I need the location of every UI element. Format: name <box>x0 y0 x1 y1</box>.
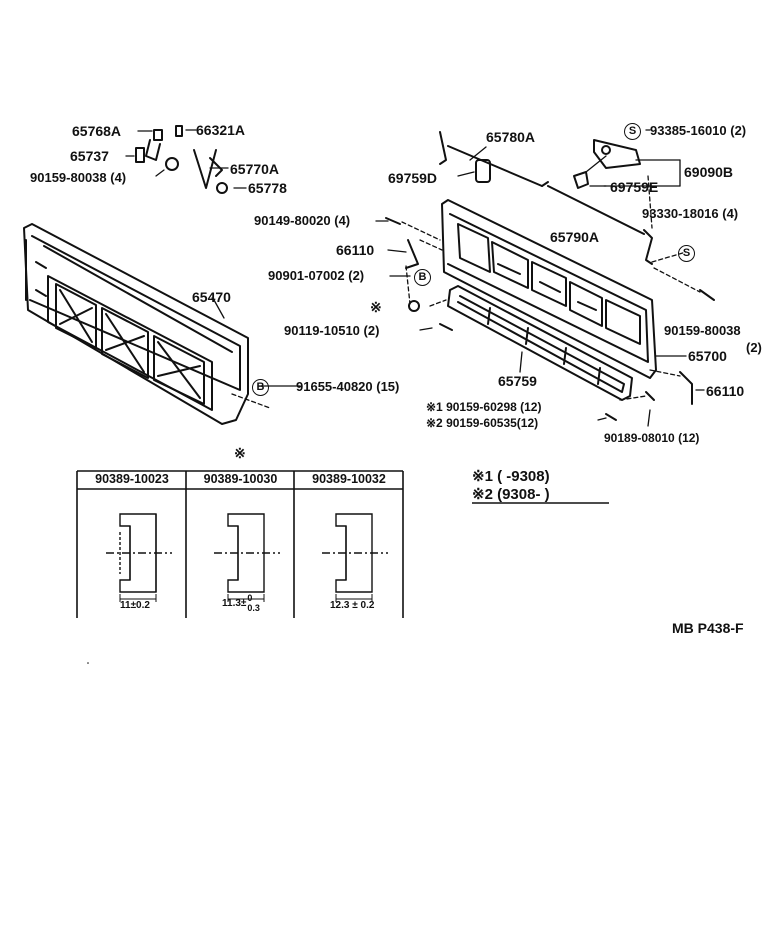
label-65778: 65778 <box>248 180 287 196</box>
note-1: ※1 ( -9308) <box>472 468 550 485</box>
s-mark-2: S <box>678 245 695 262</box>
label-65737: 65737 <box>70 148 109 164</box>
fasteners <box>385 217 715 421</box>
label-90159-80038-2: 90159-80038 <box>664 323 741 338</box>
rod-65790A <box>547 185 653 265</box>
outer-panel-65700 <box>441 199 657 379</box>
weatherstrip-65759 <box>447 285 633 401</box>
leader-lines <box>125 129 705 427</box>
collar-table-grid <box>76 470 404 618</box>
table-header-90389-10030: 90389-10030 <box>203 472 278 486</box>
label-69759E: 69759E <box>610 179 659 195</box>
collar-drawings <box>106 513 388 602</box>
label-69759D: 69759D <box>388 170 438 186</box>
table-header-90389-10023: 90389-10023 <box>95 472 169 486</box>
label-90159-80038-2-qty: (2) <box>746 340 762 355</box>
label-65770A: 65770A <box>230 161 280 177</box>
label-66110-bottom: 66110 <box>706 383 745 399</box>
dim-10030-lower: 0.3 <box>247 603 260 613</box>
label-90119-10510: 90119-10510 (2) <box>284 323 380 338</box>
label-69090B: 69090B <box>684 164 734 180</box>
handle-69090B <box>573 139 641 189</box>
table-header-90389-10032: 90389-10032 <box>312 472 386 486</box>
label-66110-top: 66110 <box>336 242 375 258</box>
dashed-guides <box>231 175 701 409</box>
label-66321A: 66321A <box>196 122 246 138</box>
label-65780A: 65780A <box>486 129 536 145</box>
inner-panel-65470 <box>23 223 249 425</box>
hinge-parts-left <box>135 125 228 194</box>
label-65470: 65470 <box>192 289 231 305</box>
label-90159-60535: ※2 90159-60535(12) <box>426 416 539 430</box>
label-90189-08010: 90189-08010 (12) <box>604 431 700 445</box>
label-93330-18016: 93330-18016 (4) <box>642 206 739 221</box>
b-mark-1: B <box>414 269 431 286</box>
collar-table: 90389-10023 90389-10030 90389-10032 11±0… <box>76 470 404 618</box>
label-65700: 65700 <box>688 348 727 364</box>
label-65768A: 65768A <box>72 123 122 139</box>
note-2: ※2 (9308- ) <box>472 486 550 503</box>
label-90901-07002: 90901-07002 (2) <box>268 268 365 283</box>
label-93385-16010: 93385-16010 (2) <box>650 123 747 138</box>
label-65759: 65759 <box>498 373 537 389</box>
dim-10023: 11±0.2 <box>120 600 150 611</box>
label-65790A: 65790A <box>550 229 600 245</box>
s-mark-1: S <box>624 123 641 140</box>
asterisk-mark: ※ <box>370 299 382 315</box>
dim-10030-main: 11.3± <box>222 598 247 609</box>
label-90159-60298: ※1 90159-60298 (12) <box>426 400 542 414</box>
b-mark-2: B <box>252 379 269 396</box>
dim-10030-upper: 0 <box>247 593 253 603</box>
rod-65780A <box>439 131 549 187</box>
label-90149-80020: 90149-80020 (4) <box>254 213 351 228</box>
label-91655-40820: 91655-40820 (15) <box>296 379 400 394</box>
table-asterisk: ※ <box>234 445 246 461</box>
diagram-reference: MB P438-F <box>672 620 744 636</box>
label-90159-80038-4: 90159-80038 (4) <box>30 170 127 185</box>
dim-10032: 12.3 ± 0.2 <box>330 600 375 611</box>
